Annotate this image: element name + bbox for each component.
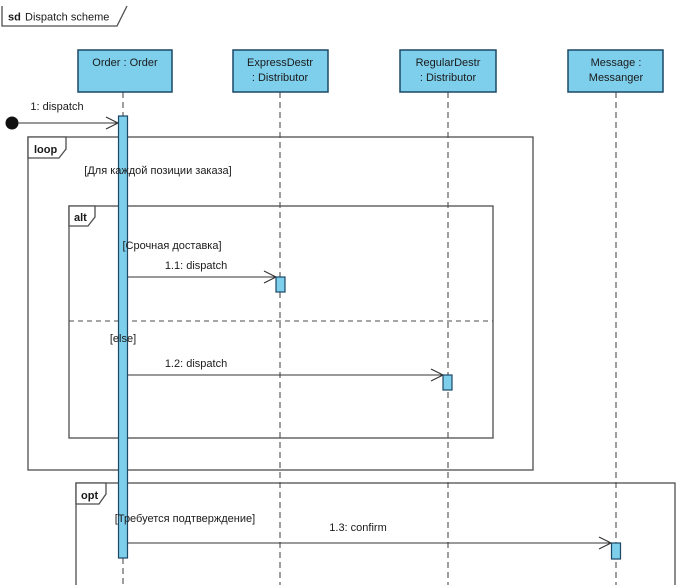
title-text: Dispatch scheme [25, 12, 109, 24]
lifeline-head-order[interactable]: Order : Order [77, 49, 173, 93]
guard-alt-else: [else] [110, 333, 136, 345]
activation-express[interactable] [275, 276, 286, 293]
found-message-circle[interactable] [5, 116, 19, 130]
message-1-2-arrowhead-icon [430, 368, 444, 382]
message-1-1-arrowhead-icon [263, 270, 277, 284]
opt-frame[interactable] [75, 482, 676, 585]
message-1-1-dispatch[interactable]: 1.1: dispatch [128, 260, 277, 284]
fragment-opt[interactable]: opt [75, 482, 676, 585]
guard-alt-urgent: [Срочная доставка] [122, 240, 221, 252]
lifeline-express-label-line2: : Distributor [252, 72, 309, 84]
message-1-3-arrowhead-icon [598, 536, 612, 550]
alt-operator-tag [68, 205, 96, 227]
message-1-arrowhead-icon [105, 116, 119, 130]
guard-loop: [Для каждой позиции заказа] [84, 165, 231, 177]
lifeline-regular-label-line1: RegularDestr [416, 57, 481, 69]
lifeline-regular-label-line2: : Distributor [420, 72, 477, 84]
message-1-1-label: 1.1: dispatch [165, 260, 227, 272]
message-1-dispatch[interactable]: 1: dispatch [5, 101, 119, 130]
lifeline-head-express[interactable]: ExpressDestr : Distributor [232, 49, 329, 93]
message-1-2-dispatch[interactable]: 1.2: dispatch [128, 358, 444, 382]
alt-operator-label: alt [74, 212, 87, 224]
lifeline-head-regular[interactable]: RegularDestr : Distributor [399, 49, 497, 93]
title-tag-outline [1, 5, 128, 27]
activation-order[interactable] [117, 115, 129, 559]
opt-operator-tag [75, 482, 107, 505]
fragment-loop[interactable]: loop [27, 136, 534, 471]
lifeline-order-label: Order : Order [92, 57, 158, 69]
lifeline-head-message[interactable]: Message : Messanger [567, 49, 664, 93]
lifeline-message-label-line2: Messanger [589, 72, 644, 84]
activation-regular[interactable] [442, 374, 453, 391]
lifeline-express-label-line1: ExpressDestr [247, 57, 313, 69]
message-1-3-label: 1.3: confirm [329, 522, 386, 534]
lifeline-heads: Order : Order ExpressDestr : Distributor… [77, 49, 664, 93]
alt-frame[interactable] [68, 205, 494, 439]
loop-operator-tag [27, 136, 67, 159]
diagram-title-tag: sd Dispatch scheme [1, 5, 128, 27]
loop-frame[interactable] [27, 136, 534, 471]
lifeline-message-label-line1: Message : [591, 57, 642, 69]
opt-operator-label: opt [81, 490, 98, 502]
guard-labels: [Для каждой позиции заказа] [Срочная дос… [84, 165, 255, 525]
message-1-label: 1: dispatch [30, 101, 83, 113]
loop-operator-label: loop [34, 144, 57, 156]
message-1-2-label: 1.2: dispatch [165, 358, 227, 370]
guard-opt: [Требуется подтверждение] [115, 513, 255, 525]
activation-message[interactable] [610, 542, 622, 560]
message-1-3-confirm[interactable]: 1.3: confirm [128, 522, 612, 550]
fragment-alt[interactable]: alt [68, 205, 494, 439]
title-keyword: sd [8, 12, 21, 24]
